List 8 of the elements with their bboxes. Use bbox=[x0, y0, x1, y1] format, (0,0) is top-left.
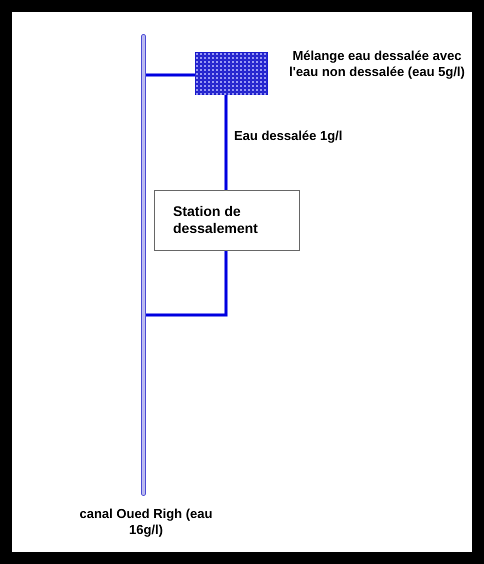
edge-label: Eau dessalée 1g/l bbox=[234, 128, 342, 144]
process-label: Station de dessalement bbox=[173, 203, 259, 237]
canal-label: canal Oued Righ (eau 16g/l) bbox=[78, 506, 214, 538]
pipe-line bbox=[146, 74, 195, 76]
process-box bbox=[154, 190, 300, 251]
pipe-line bbox=[224, 95, 228, 190]
pipe-line bbox=[146, 251, 228, 316]
tank-label: Mélange eau dessalée avec l'eau non dessalée (eau 5g/l) bbox=[288, 48, 466, 80]
